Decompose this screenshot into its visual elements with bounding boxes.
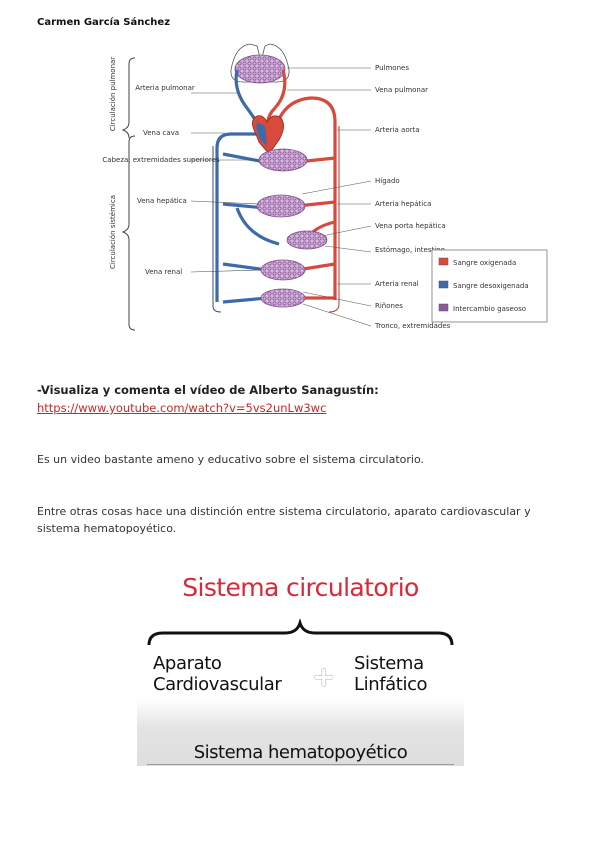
curly-brace xyxy=(147,619,454,646)
bracket-pulmonar-label: Circulación pulmonar xyxy=(109,57,117,131)
bracket-sistemica-label: Circulación sistémica xyxy=(109,195,117,269)
slide-title: Sistema circulatorio xyxy=(182,573,419,602)
label-vena-pulmonar: Vena pulmonar xyxy=(375,86,428,94)
video-slide-image: Sistema circulatorio Aparato Cardiovascu… xyxy=(137,549,464,766)
activity-heading: -Visualiza y comenta el vídeo de Alberto… xyxy=(37,383,379,397)
label-tronco: Tronco, extremidades xyxy=(374,322,451,330)
legend-label-oxigenada: Sangre oxigenada xyxy=(453,259,516,267)
label-vena-porta: Vena porta hepática xyxy=(375,222,446,230)
pulmonary-capillaries xyxy=(234,54,286,84)
label-cabeza: Cabeza, extremidades superiores xyxy=(102,156,220,164)
head-capillaries xyxy=(258,148,308,172)
label-arteria-aorta: Arteria aorta xyxy=(375,126,420,134)
slide-bottom-text: Sistema hematopoyético xyxy=(193,742,408,763)
heart xyxy=(252,115,284,155)
label-arteria-renal: Arteria renal xyxy=(375,280,419,288)
diagram-legend: Sangre oxigenada Sangre desoxigenada Int… xyxy=(431,249,548,323)
legend-swatch-desoxigenada xyxy=(438,280,449,289)
circulatory-diagram: Circulación pulmonar Circulación sistémi… xyxy=(102,43,548,331)
slide-left-line2: Cardiovascular xyxy=(153,674,282,695)
slide-right-text: Sistema Linfático xyxy=(354,653,428,695)
label-higado: Hígado xyxy=(375,177,400,185)
legend-label-desoxigenada: Sangre desoxigenada xyxy=(453,282,529,290)
liver-capillaries xyxy=(256,194,306,218)
video-link[interactable]: https://www.youtube.com/watch?v=5vs2unLw… xyxy=(37,401,327,415)
intestine-capillaries xyxy=(286,230,328,250)
paragraph-2: Entre otras cosas hace una distinción en… xyxy=(37,505,531,535)
paragraph-1: Es un video bastante ameno y educativo s… xyxy=(37,453,424,466)
label-arteria-pulmonar: Arteria pulmonar xyxy=(135,84,195,92)
label-vena-hepatica: Vena hepática xyxy=(137,197,187,205)
bracket-sistemica xyxy=(121,135,136,331)
bracket-pulmonar xyxy=(121,57,136,139)
slide-right-line1: Sistema xyxy=(354,653,424,674)
label-pulmones: Pulmones xyxy=(375,64,409,72)
label-vena-renal: Vena renal xyxy=(145,268,182,276)
slide-left-line1: Aparato xyxy=(153,653,222,674)
label-arteria-hepatica: Arteria hepática xyxy=(375,200,431,208)
trunk-capillaries xyxy=(260,288,306,308)
legend-swatch-oxigenada xyxy=(438,257,449,266)
slide-right-line2: Linfático xyxy=(354,674,428,695)
kidney-capillaries xyxy=(260,259,306,281)
label-vena-cava: Vena cava xyxy=(143,129,179,137)
slide-left-text: Aparato Cardiovascular xyxy=(153,653,282,695)
label-arteria-pulmonar-text: Arteria pulmonar xyxy=(135,84,195,92)
label-estomago: Estómago, intestino xyxy=(375,246,445,254)
legend-swatch-intercambio xyxy=(438,303,449,312)
plus-icon: + xyxy=(312,660,336,693)
label-rinones: Riñones xyxy=(375,302,403,310)
slide-fade xyxy=(137,699,464,766)
slide-underline xyxy=(147,764,454,765)
author-name: Carmen García Sánchez xyxy=(37,17,171,28)
legend-label-intercambio: Intercambio gaseoso xyxy=(453,305,526,313)
